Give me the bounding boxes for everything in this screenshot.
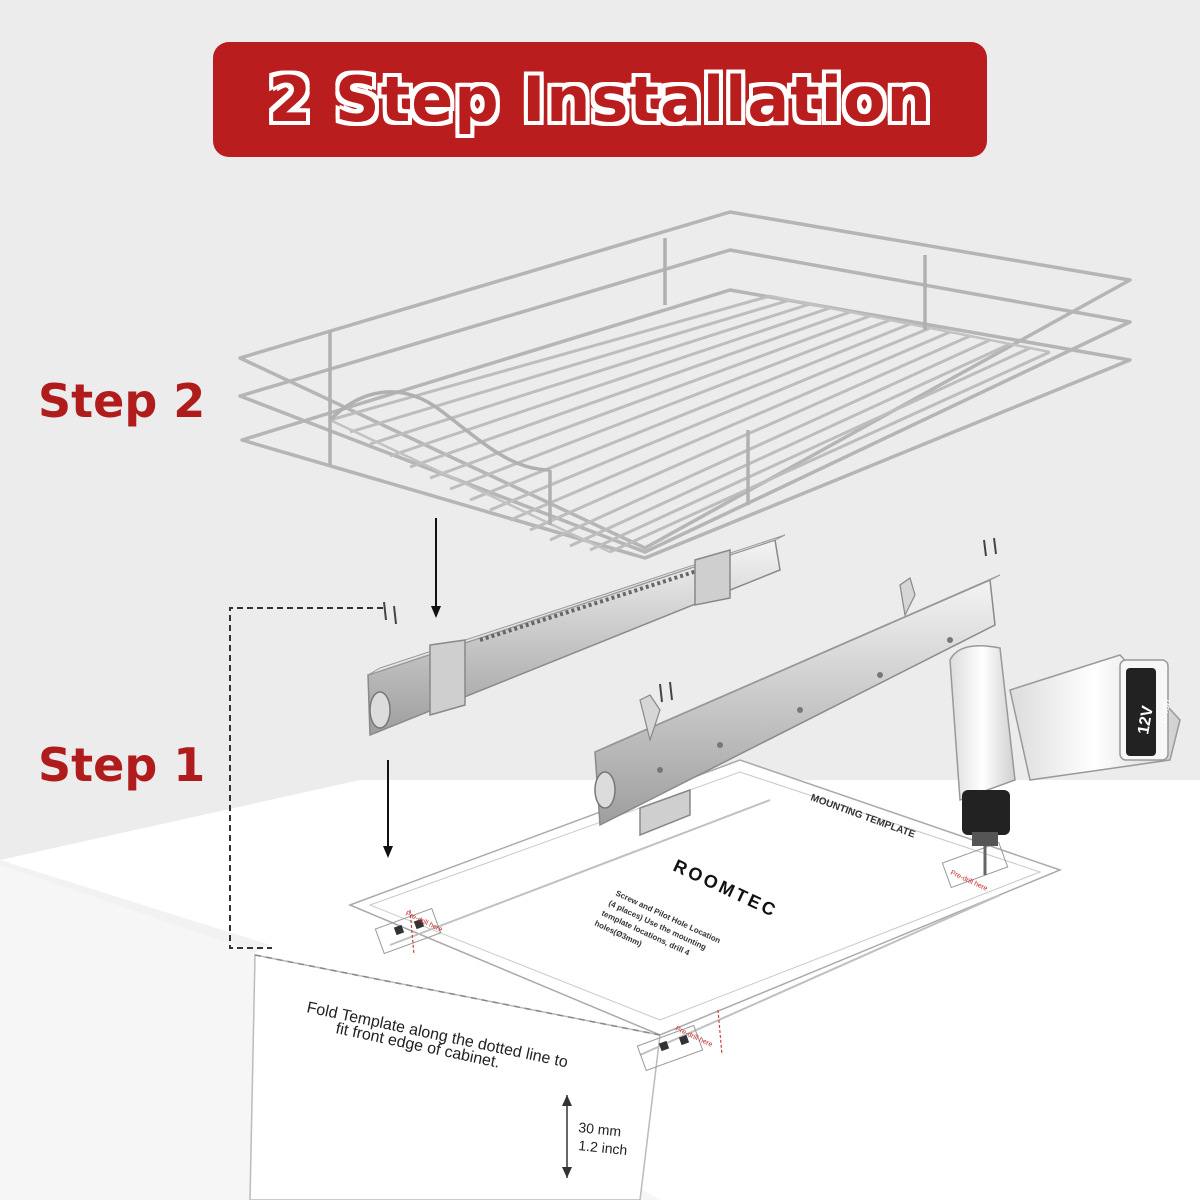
screws — [383, 537, 997, 703]
page-title: 2 Step Installation — [268, 63, 932, 136]
slide-rail-right — [594, 574, 1001, 837]
wire-basket — [238, 210, 1132, 560]
slide-rail-left — [367, 534, 786, 737]
step-2-label: Step 2 — [38, 374, 206, 428]
fold-indicator-line — [229, 607, 383, 949]
title-banner: 2 Step Installation — [213, 42, 987, 157]
cordless-drill — [949, 645, 1181, 875]
install-arrows — [383, 518, 441, 858]
step-1-label: Step 1 — [38, 738, 206, 792]
